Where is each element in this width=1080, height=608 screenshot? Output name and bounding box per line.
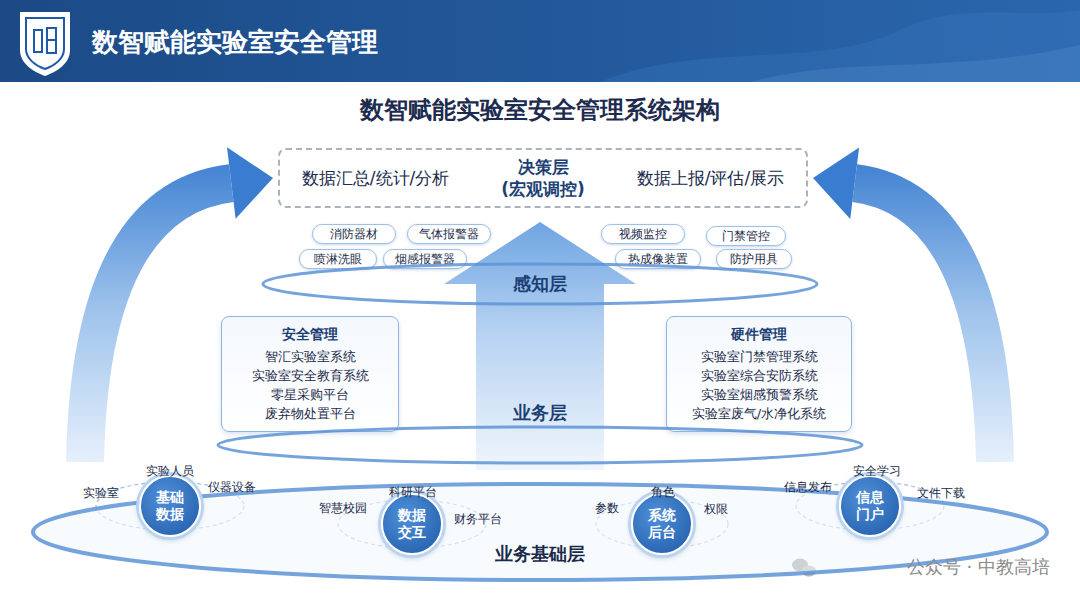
system-item: 实验室安全教育系统 xyxy=(252,366,369,385)
system-item: 零星采购平台 xyxy=(271,385,349,404)
data-item-label: 科研平台 xyxy=(389,484,437,501)
decision-layer-box: 数据汇总/统计/分析 决策层 (宏观调控) 数据上报/评估/展示 xyxy=(278,148,808,208)
device-pill: 消防器材 xyxy=(312,224,396,244)
system-item: 实验室门禁管理系统 xyxy=(701,347,818,366)
node-text: 喷淋洗眼 xyxy=(314,251,362,268)
box-heading: 硬件管理 xyxy=(731,326,787,344)
layer-name: 感知层 xyxy=(513,272,567,296)
logo xyxy=(20,12,70,76)
data-item-label: 实验室 xyxy=(83,485,119,502)
data-item-label: 智慧校园 xyxy=(319,500,367,517)
box-heading: 安全管理 xyxy=(282,326,338,344)
device-pill: 喷淋洗眼 xyxy=(299,249,377,269)
node-text: 数据交互 xyxy=(397,507,427,541)
data-item-label: 权限 xyxy=(704,501,728,518)
central-arrow xyxy=(444,222,636,470)
module-circle: 基础数据 xyxy=(139,475,201,537)
ring-ellipse xyxy=(263,264,817,304)
node-text: 系统后台 xyxy=(647,507,677,541)
ring-outline xyxy=(215,425,865,465)
layer-ring: 业务层 xyxy=(215,425,865,465)
ring-ellipse xyxy=(218,427,862,463)
data-item-label: 角色 xyxy=(651,484,675,501)
slide-header-title: 数智赋能实验室安全管理 xyxy=(92,25,378,60)
system-item: 智汇实验室系统 xyxy=(265,347,356,366)
data-item-label: 安全学习 xyxy=(853,463,901,480)
device-pill: 气体报警器 xyxy=(407,224,491,244)
device-pill: 防护用具 xyxy=(716,249,792,269)
node-text: 消防器材 xyxy=(330,226,378,243)
module-circle: 信息门户 xyxy=(839,475,901,537)
node-text: 信息门户 xyxy=(855,489,885,523)
header-wave xyxy=(600,10,1080,82)
node-text: 数据上报/评估/展示 xyxy=(637,167,784,190)
layer-ring: 业务基础层 基础数据数据交互 系统后台 信息门户 xyxy=(30,462,1050,592)
data-item-label: 信息发布 xyxy=(784,479,832,496)
node-text: 防护用具 xyxy=(730,251,778,268)
diagram-title: 数智赋能实验室安全管理系统架构 xyxy=(360,94,720,126)
layer-name: 决策层 (宏观调控) xyxy=(493,156,593,200)
node-text: 数据汇总/统计/分析 xyxy=(302,167,449,190)
data-item-label: 财务平台 xyxy=(454,511,502,528)
watermark: 公众号 · 中教高培 xyxy=(907,555,1050,579)
module-circle: 数据交互 xyxy=(381,493,443,555)
system-item: 实验室废气/水净化系统 xyxy=(692,404,826,423)
system-item: 实验室烟感预警系统 xyxy=(701,385,818,404)
data-item-label: 参数 xyxy=(595,500,619,517)
node-text: 门禁管控 xyxy=(722,228,770,245)
arrow-head xyxy=(813,147,859,218)
arrow-shaft xyxy=(85,183,231,462)
system-box: 硬件管理实验室门禁管理系统实验室综合安防系统实验室烟感预警系统实验室废气/水净化… xyxy=(666,316,852,432)
system-item: 废弃物处置平台 xyxy=(265,404,356,423)
system-item: 实验室综合安防系统 xyxy=(701,366,818,385)
data-item-label: 文件下载 xyxy=(917,485,965,502)
device-pill: 视频监控 xyxy=(601,224,685,244)
node-text: 视频监控 xyxy=(619,226,667,243)
arrow-shaft xyxy=(855,183,995,462)
module-circle: 系统后台 xyxy=(631,493,693,555)
header-bar xyxy=(0,0,1080,82)
node-text: 基础数据 xyxy=(155,489,185,523)
layer-name: 业务层 xyxy=(513,401,567,425)
device-pill: 门禁管控 xyxy=(706,226,786,246)
data-item-label: 实验人员 xyxy=(146,463,194,480)
node-text: 气体报警器 xyxy=(419,226,479,243)
layer-ring: 感知层 xyxy=(260,262,820,306)
system-box: 安全管理智汇实验室系统实验室安全教育系统零星采购平台废弃物处置平台 xyxy=(221,316,399,432)
header-wave xyxy=(750,45,1080,82)
data-item-label: 仪器设备 xyxy=(208,479,256,496)
arrow-head xyxy=(227,147,273,218)
layer-name: 业务基础层 xyxy=(495,542,585,566)
